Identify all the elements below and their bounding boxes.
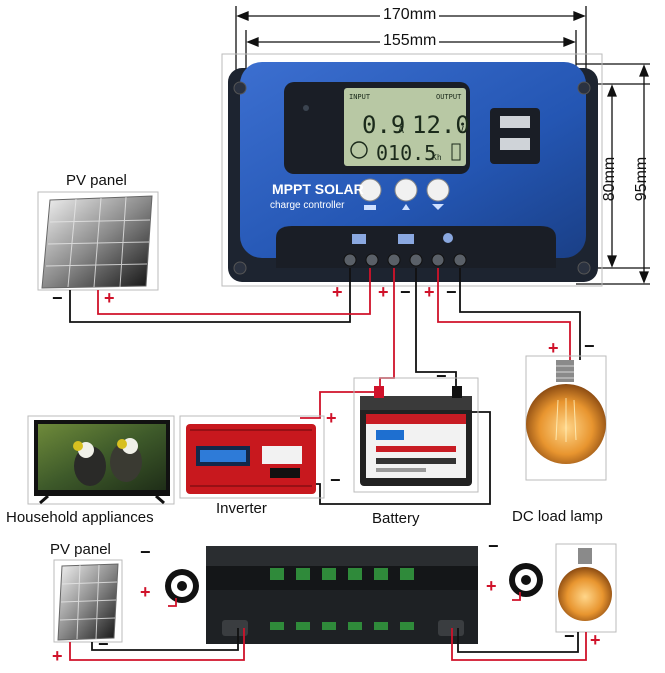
household-tv (27, 415, 175, 505)
brand-line2: charge controller (270, 200, 345, 211)
lcd-current-unit: A (398, 125, 404, 136)
wires-top (69, 268, 581, 505)
lcd-display: INPUT OUTPUT 0.9 A 12.0 V 010.5 Kh (349, 93, 470, 165)
dc-lamp-top (525, 355, 607, 481)
plus-mark: + (486, 576, 497, 596)
dim-height-inner: 80mm (601, 156, 619, 202)
plus-mark: + (326, 408, 337, 428)
minus-mark: − (488, 536, 499, 556)
plus-mark: + (424, 282, 435, 302)
plus-mark: + (548, 338, 559, 358)
minus-mark: − (436, 366, 447, 386)
charge-controller (221, 53, 603, 287)
pv-panel-bottom (53, 559, 123, 643)
dim-width-top: 170mm (380, 6, 440, 24)
battery (353, 377, 479, 493)
dimension-lines (235, 6, 650, 285)
pv-panel-top (37, 191, 159, 291)
cable-coil-right (509, 563, 543, 597)
plus-mark: + (590, 630, 601, 650)
minus-mark: − (584, 336, 595, 356)
dc-lamp-bottom (555, 543, 617, 633)
minus-mark: − (400, 282, 411, 302)
plus-mark: + (332, 282, 343, 302)
minus-mark: − (330, 470, 341, 490)
lcd-energy-unit: Kh (432, 153, 442, 162)
plus-mark: + (378, 282, 389, 302)
lcd-voltage-unit: V (458, 125, 464, 136)
label-dc-load-lamp: DC load lamp (512, 508, 603, 525)
lcd-current: 0.9 (362, 111, 405, 139)
minus-mark: − (52, 288, 63, 308)
polarity-markers: + − + + − + − + − − + − − + + − − + − + (52, 282, 601, 666)
lcd-input-label: INPUT (349, 93, 371, 101)
label-pv-panel-top: PV panel (66, 172, 127, 189)
minus-mark: − (446, 282, 457, 302)
cable-coil-left (165, 569, 199, 603)
label-battery: Battery (372, 510, 420, 527)
label-pv-panel-bottom: PV panel (50, 541, 111, 558)
label-inverter: Inverter (216, 500, 267, 517)
minus-mark: − (140, 542, 151, 562)
lcd-voltage: 12.0 (412, 111, 470, 139)
plus-mark: + (140, 582, 151, 602)
label-household: Household appliances (6, 509, 154, 526)
minus-mark: − (564, 626, 575, 646)
lcd-energy: 010.5 (376, 141, 436, 165)
wires-bottom (69, 592, 587, 661)
bottom-controller (206, 546, 478, 644)
brand-line1: MPPT SOLAR (272, 181, 364, 197)
dim-height-outer: 95mm (633, 156, 651, 202)
inverter (179, 415, 325, 499)
minus-mark: − (98, 634, 109, 654)
lcd-output-label: OUTPUT (436, 93, 462, 101)
plus-mark: + (104, 288, 115, 308)
plus-mark: + (52, 646, 63, 666)
dim-width-inner: 155mm (380, 32, 440, 50)
